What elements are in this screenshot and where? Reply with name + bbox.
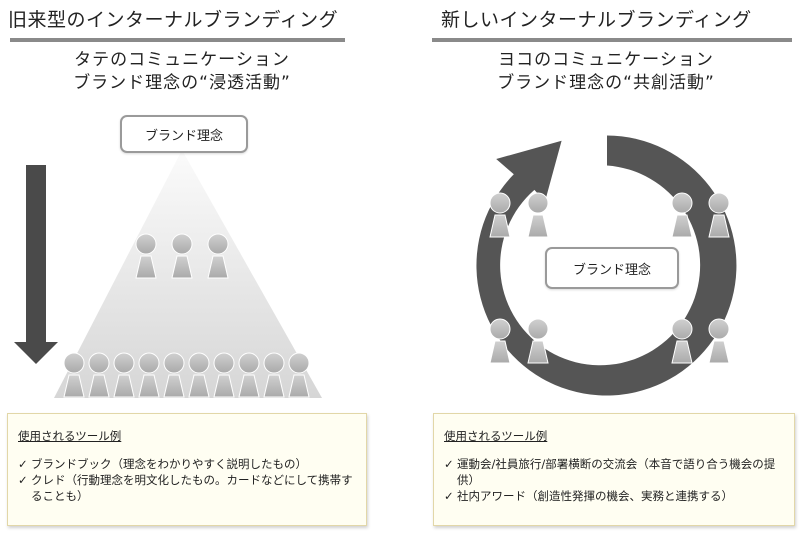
person-icon	[188, 352, 210, 398]
cycle-arrow	[476, 135, 737, 396]
left-heading-rule	[10, 38, 345, 42]
left-heading: 旧来型のインターナルブランディング	[8, 9, 339, 31]
left-concept-label: ブランド理念	[144, 128, 223, 144]
person-icon	[207, 233, 229, 279]
left-concept-box: ブランド理念	[120, 115, 248, 153]
person-icon	[88, 352, 110, 398]
right-tools-box: 使用されるツール例 ✓ 運動会/社員旅行/部署横断の交流会（本音で語り合う機会の…	[433, 413, 795, 526]
person-icon	[288, 352, 310, 398]
right-tool-item: ✓ 運動会/社員旅行/部署横断の交流会（本音で語り合う機会の提供）	[444, 456, 784, 488]
left-tool-item: ✓ クレド（行動理念を明文化したもの。カードなどにして携帯することも）	[18, 472, 356, 504]
people-left-group	[63, 233, 310, 398]
person-icon	[213, 352, 235, 398]
left-subtitle-line1: タテのコミュニケーション	[74, 50, 290, 70]
right-subtitle: ヨコのコミュニケーション ブランド理念の“共創活動”	[446, 49, 766, 95]
right-concept-box: ブランド理念	[545, 247, 679, 289]
right-tool-text: 社内アワード（創造性発揮の機会、実務と連携する）	[457, 489, 733, 503]
left-tools-box: 使用されるツール例 ✓ ブランドブック（理念をわかりやすく説明したもの） ✓ ク…	[7, 413, 367, 526]
person-icon	[63, 352, 85, 398]
check-icon: ✓	[444, 457, 454, 471]
left-subtitle: タテのコミュニケーション ブランド理念の“浸透活動”	[22, 49, 342, 95]
person-icon	[135, 233, 157, 279]
person-icon	[489, 192, 511, 238]
left-subtitle-line2: ブランド理念の“浸透活動”	[73, 73, 291, 93]
people-right-group	[489, 192, 730, 364]
person-icon	[138, 352, 160, 398]
right-heading-rule	[432, 38, 792, 42]
person-icon	[708, 318, 730, 364]
right-tool-item: ✓ 社内アワード（創造性発揮の機会、実務と連携する）	[444, 488, 784, 504]
person-icon	[113, 352, 135, 398]
person-icon	[238, 352, 260, 398]
right-subtitle-line1: ヨコのコミュニケーション	[498, 50, 714, 70]
person-icon	[527, 318, 549, 364]
left-tool-item: ✓ ブランドブック（理念をわかりやすく説明したもの）	[18, 456, 356, 472]
right-concept-label: ブランド理念	[572, 262, 651, 278]
person-icon	[527, 192, 549, 238]
person-icon	[171, 233, 193, 279]
right-heading: 新しいインターナルブランディング	[441, 9, 752, 31]
check-icon: ✓	[444, 489, 454, 503]
check-icon: ✓	[18, 457, 28, 471]
right-tool-text: 運動会/社員旅行/部署横断の交流会（本音で語り合う機会の提供）	[457, 457, 776, 487]
check-icon: ✓	[18, 473, 28, 487]
person-icon	[163, 352, 185, 398]
person-icon	[671, 192, 693, 238]
person-icon	[489, 318, 511, 364]
person-icon	[708, 192, 730, 238]
left-tool-text: ブランドブック（理念をわかりやすく説明したもの）	[31, 457, 307, 471]
right-subtitle-line2: ブランド理念の“共創活動”	[497, 73, 715, 93]
left-tools-title: 使用されるツール例	[18, 429, 122, 443]
person-icon	[263, 352, 285, 398]
top-down-arrow	[14, 165, 58, 364]
person-icon	[671, 318, 693, 364]
left-tool-text: クレド（行動理念を明文化したもの。カードなどにして携帯することも）	[31, 473, 353, 503]
right-tools-title: 使用されるツール例	[444, 429, 548, 443]
